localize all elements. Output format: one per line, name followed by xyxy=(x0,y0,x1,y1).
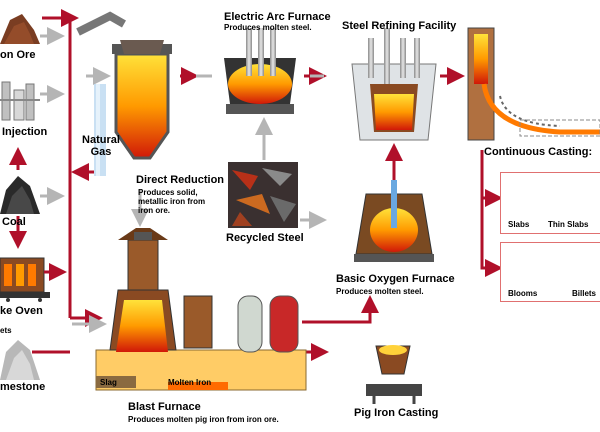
limestone-label: mestone xyxy=(0,381,46,393)
billets-label: Billets xyxy=(572,289,597,298)
basic-oxygen-furnace xyxy=(354,180,434,262)
continuous-casting-machine xyxy=(467,27,600,141)
coke-oven xyxy=(0,257,50,302)
thin-slabs-label: Thin Slabs xyxy=(548,220,589,229)
coke-oven-label: ke Oven xyxy=(0,305,43,317)
molten-iron-label: Molten Iron xyxy=(168,378,212,387)
electric-arc-furnace xyxy=(224,28,296,114)
pig-iron-casting-ladle xyxy=(366,345,422,404)
injection-equipment xyxy=(0,81,40,121)
natural-gas-label: Natural Gas xyxy=(82,134,120,158)
iron-ore-label: on Ore xyxy=(0,49,36,61)
coal-label: Coal xyxy=(2,216,26,228)
electric-arc-furnace-desc: Produces molten steel. xyxy=(224,23,312,32)
coal-pile xyxy=(0,176,40,214)
pellets-label: ets xyxy=(0,326,12,335)
basic-oxygen-furnace-label: Basic Oxygen Furnace xyxy=(336,273,455,285)
continuous-casting-label: Continuous Casting: xyxy=(484,146,593,158)
recycled-steel-label: Recycled Steel xyxy=(226,232,304,244)
natural-gas-column xyxy=(94,84,106,176)
limestone-pile xyxy=(0,340,40,380)
flow-arrows xyxy=(8,9,503,361)
direct-reduction-furnace xyxy=(76,11,172,160)
electric-arc-furnace-label: Electric Arc Furnace xyxy=(224,11,331,23)
blast-furnace-desc: Produces molten pig iron from iron ore. xyxy=(128,415,279,424)
blooms-label: Blooms xyxy=(508,289,538,298)
slag-label: Slag xyxy=(100,378,117,387)
iron-ore-pile xyxy=(0,14,40,44)
blooms-box xyxy=(500,242,600,302)
steel-refining-label: Steel Refining Facility xyxy=(342,20,457,32)
injection-label: Injection xyxy=(2,126,48,138)
blast-furnace-label: Blast Furnace xyxy=(128,401,201,413)
steel-refining-facility xyxy=(351,28,437,141)
basic-oxygen-furnace-desc: Produces molten steel. xyxy=(336,287,424,296)
direct-reduction-label: Direct Reduction xyxy=(136,174,225,186)
slabs-box xyxy=(500,172,600,234)
pig-iron-casting-label: Pig Iron Casting xyxy=(354,407,439,419)
slabs-label: Slabs xyxy=(508,220,530,229)
blast-furnace xyxy=(95,228,307,391)
direct-reduction-desc: Produces solid, metallic iron from iron … xyxy=(138,188,206,215)
recycled-steel-scrap xyxy=(228,162,298,228)
